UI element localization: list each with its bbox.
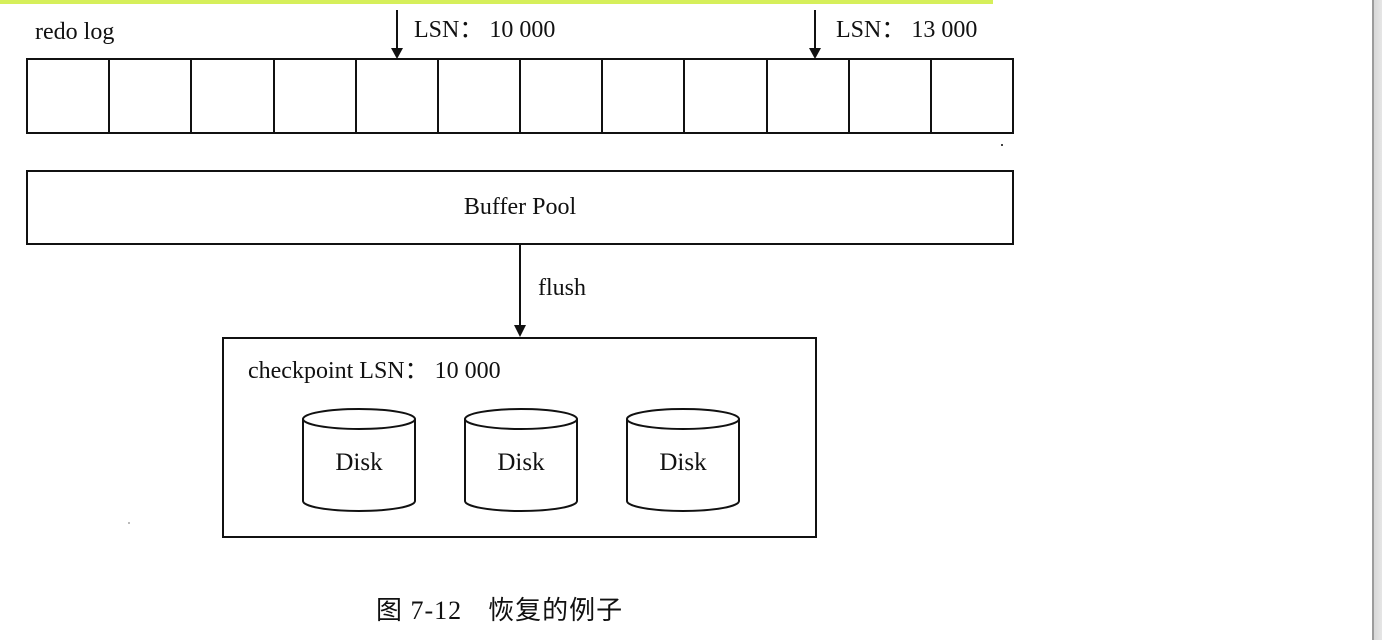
redo-log-label: redo log: [35, 19, 115, 45]
disk-cylinder-icon: [302, 408, 416, 512]
lsn-marker-arrow-1: [391, 10, 403, 59]
redo-log-cell: [275, 60, 357, 132]
disk-cylinder-icon: [626, 408, 740, 512]
redo-log-strip: [26, 58, 1014, 134]
redo-log-cell: [192, 60, 275, 132]
redo-log-cell: [28, 60, 111, 132]
scrollbar[interactable]: [1372, 0, 1382, 640]
redo-log-cell: [603, 60, 686, 132]
flush-arrow: [514, 245, 526, 337]
lsn-marker-label-1: LSN： 10 000: [414, 17, 556, 43]
disk-3: Disk: [625, 407, 741, 513]
checkpoint-lsn-label: checkpoint LSN： 10 000: [248, 358, 501, 384]
buffer-pool-label: Buffer Pool: [463, 194, 577, 220]
disk-cylinder-icon: [464, 408, 578, 512]
figure-title: 恢复的例子: [488, 596, 624, 625]
figure-caption: 图 7-12 恢复的例子: [376, 590, 623, 627]
accent-bar: [0, 0, 993, 4]
scan-speck: [128, 522, 130, 524]
redo-log-cell: [685, 60, 768, 132]
lsn-marker-label-2: LSN： 13 000: [836, 17, 978, 43]
redo-log-cell: [110, 60, 193, 132]
flush-label: flush: [538, 275, 586, 301]
disk-2: Disk: [463, 407, 579, 513]
disk-1: Disk: [301, 407, 417, 513]
redo-log-cell: [521, 60, 604, 132]
checkpoint-box: checkpoint LSN： 10 000: [222, 337, 817, 538]
figure-number: 图 7-12: [376, 596, 463, 625]
lsn-marker-arrow-2: [809, 10, 821, 59]
disk-label: Disk: [497, 449, 545, 476]
redo-log-cell: [357, 60, 439, 132]
buffer-pool-box: Buffer Pool: [26, 170, 1014, 245]
redo-log-cell: [850, 60, 932, 132]
redo-log-cell: [932, 60, 1012, 132]
disk-label: Disk: [335, 449, 383, 476]
redo-log-cell: [768, 60, 850, 132]
disk-label: Disk: [659, 449, 707, 476]
redo-log-cell: [439, 60, 522, 132]
scan-speck: [1001, 144, 1003, 146]
